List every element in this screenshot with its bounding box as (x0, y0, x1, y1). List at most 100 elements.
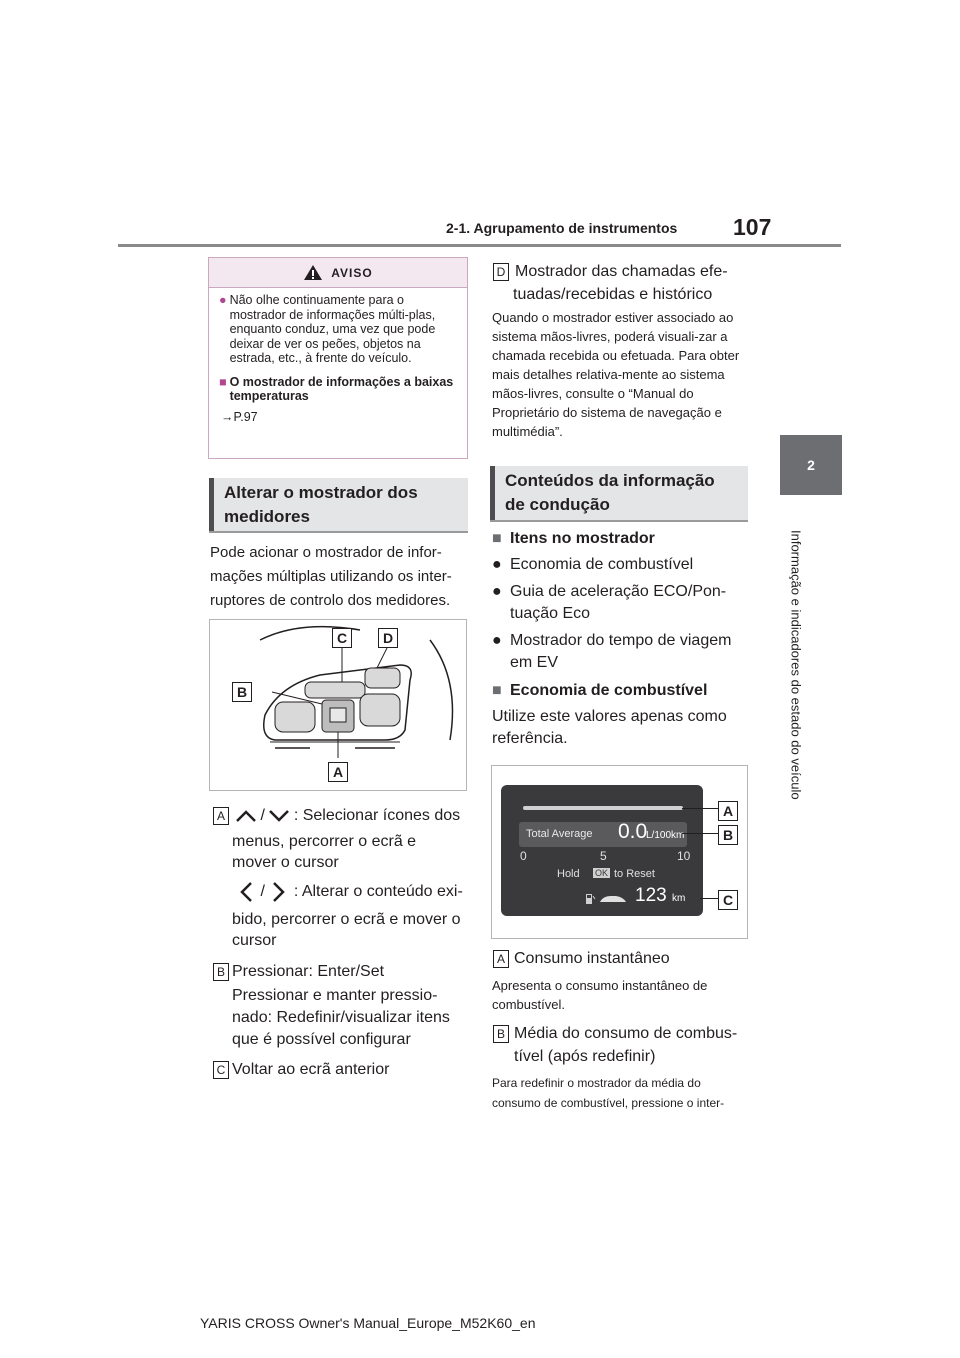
section-title: 2-1. Agrupamento de instrumentos (446, 220, 678, 236)
section-heading: Conteúdos da informação de condução (490, 466, 748, 522)
item-label-b: B (213, 963, 229, 981)
warning-item: ■ O mostrador de informações a baixas te… (219, 375, 457, 404)
ok-badge: OK (593, 868, 611, 878)
warning-box: AVISO ● Não olhe continuamente para o mo… (208, 257, 468, 459)
car-icon (600, 896, 626, 902)
chevron-right-icon (273, 881, 286, 902)
item-a2-line: / : Alterar o conteúdo exi- (240, 881, 463, 903)
figure-label-c: C (332, 628, 352, 648)
subheading-text: Itens no mostrador (510, 530, 655, 547)
list-item-text: Guia de aceleração ECO/Pon-tuação Eco (510, 583, 727, 622)
intro-text: Pode acionar o mostrador de infor-mações… (210, 544, 452, 609)
item-b-line1: Pressionar: Enter/Set (232, 963, 385, 980)
section-heading-text: Alterar o mostrador dos medidores (224, 483, 418, 526)
hold-text: Hold (557, 868, 580, 880)
header-rule (118, 244, 841, 247)
figure-label-b: B (232, 682, 252, 702)
consumption-text: Apresenta o consumo instantâneo de combu… (492, 978, 708, 1012)
item-d-line2: tuadas/recebidas e histórico (513, 286, 713, 303)
average-title-line1: Média do consumo de combus- (514, 1025, 738, 1042)
square-bullet-icon: ■ (492, 530, 502, 547)
consumption-title: Consumo instantâneo (514, 950, 670, 967)
warning-header: AVISO (209, 258, 467, 288)
bullet-icon: ● (492, 556, 502, 573)
bullet-icon: ● (492, 632, 502, 649)
total-average-label: Total Average (526, 828, 593, 840)
warning-title: AVISO (331, 265, 373, 280)
section-heading-text: Conteúdos da informação de condução (505, 471, 715, 514)
warning-item: ● Não olhe continuamente para o mostrado… (219, 293, 457, 366)
display-screen: Total Average 0.0 L/100km 0 5 10 Hold OK… (501, 785, 703, 916)
chapter-title: Informação e indicadores do estado do ve… (783, 505, 809, 825)
range-value: 123 (635, 885, 667, 906)
warning-item-title: O mostrador de informações a baixas temp… (229, 374, 454, 404)
paragraph: Utilize este valores apenas como referên… (492, 708, 727, 747)
warning-triangle-icon (304, 265, 323, 280)
average-title-line2: tível (após redefinir) (514, 1048, 656, 1065)
figure-label-a: A (328, 762, 348, 782)
bullet-icon: ● (492, 583, 502, 600)
item-label-c: C (213, 1061, 229, 1079)
fuel-pump-icon (586, 894, 596, 904)
chevron-down-icon (269, 809, 290, 822)
item-b-line3: nado: Redefinir/visualizar itens (232, 1009, 450, 1026)
separator: / (260, 883, 265, 900)
bullet-icon: ● (219, 293, 227, 307)
square-bullet-icon: ■ (219, 374, 227, 389)
average-value: 0.0 (618, 820, 648, 843)
chevron-left-icon (240, 881, 252, 902)
intro-paragraph: Pode acionar o mostrador de infor-mações… (210, 541, 470, 613)
instant-bar (523, 806, 683, 810)
list-item-text: Economia de combustível (510, 556, 694, 573)
item-a2-line3: cursor (232, 932, 277, 949)
warning-ref: →P.97 (221, 409, 258, 424)
item-d-note: Quando o mostrador estiver associado ao … (492, 310, 740, 439)
scale-0: 0 (520, 849, 527, 863)
display-label-c: C (718, 890, 738, 910)
warning-item-text: Não olhe continuamente para o mostrador … (229, 293, 436, 365)
item-b-line2: Pressionar e manter pressio- (232, 987, 438, 1004)
list-item: ● Guia de aceleração ECO/Pon-tuação Eco (492, 581, 732, 625)
chevron-up-icon (236, 809, 256, 822)
scale-5: 5 (600, 849, 607, 863)
average-panel (519, 822, 687, 847)
page-reference[interactable]: P.97 (233, 409, 258, 424)
list-item: ● Economia de combustível (492, 554, 742, 576)
item-a-line: / : Selecionar ícones dos (236, 805, 460, 827)
item-a2-text: : Alterar o conteúdo exi- (293, 883, 463, 900)
subheading: ■ Itens no mostrador (492, 528, 655, 550)
display-label-a: A (718, 801, 738, 821)
steering-switch-figure: C D B A (209, 619, 467, 791)
list-item-text: Mostrador do tempo de viagem em EV (510, 632, 732, 671)
average-text: Para redefinir o mostrador da média do c… (492, 1076, 725, 1110)
to-reset-text: to Reset (614, 868, 655, 880)
item-a-text: : Selecionar ícones dos (293, 807, 461, 824)
item-a2-line2: bido, percorrer o ecrã e mover o (232, 911, 461, 928)
item-label-a: A (493, 950, 509, 968)
item-label-b: B (493, 1025, 509, 1043)
square-bullet-icon: ■ (492, 682, 502, 699)
page-number: 107 (733, 214, 772, 240)
scale-10: 10 (677, 849, 691, 863)
figure-label-d: D (378, 628, 398, 648)
display-label-b: B (718, 825, 738, 845)
item-c-text: Voltar ao ecrã anterior (232, 1061, 390, 1078)
item-a-line2: menus, percorrer o ecrã e (232, 833, 417, 850)
chapter-tab: 2 (780, 435, 842, 495)
average-unit: L/100km (646, 830, 685, 841)
item-d-line1: Mostrador das chamadas efe- (515, 263, 728, 280)
display-figure: Total Average 0.0 L/100km 0 5 10 Hold OK… (491, 765, 748, 939)
item-a-line3: mover o cursor (232, 854, 339, 871)
item-b-line4: que é possível configurar (232, 1031, 411, 1048)
footer-text: YARIS CROSS Owner's Manual_Europe_M52K60… (200, 1315, 536, 1331)
item-label-a: A (213, 807, 229, 825)
item-label-d: D (493, 263, 509, 281)
range-unit: km (672, 893, 686, 904)
steering-switch-illustration (259, 625, 454, 758)
chapter-title-text: Informação e indicadores do estado do ve… (788, 530, 804, 800)
list-item: ● Mostrador do tempo de viagem em EV (492, 630, 742, 674)
separator: / (260, 807, 265, 824)
subheading: ■ Economia de combustível (492, 680, 707, 702)
subheading-text: Economia de combustível (510, 682, 708, 699)
section-heading: Alterar o mostrador dos medidores (209, 478, 468, 533)
